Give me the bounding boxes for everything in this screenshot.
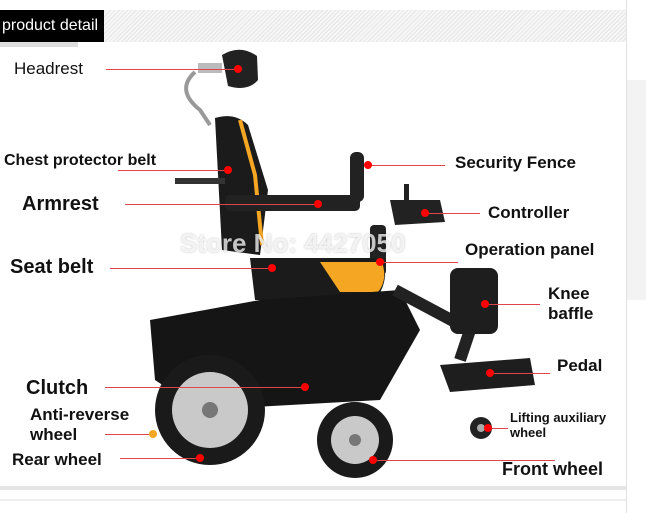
headrest-mount <box>198 63 222 73</box>
controller <box>390 200 445 225</box>
header-band <box>0 10 626 42</box>
label-controller: Controller <box>488 203 570 222</box>
pointer-line-headrest <box>106 69 238 70</box>
label-armrest: Armrest <box>22 193 99 215</box>
knee-baffle <box>450 268 498 334</box>
pointer-dot-chest-belt <box>224 166 232 174</box>
pointer-dot-pedal <box>486 369 494 377</box>
watermark: Store No: 4427050 <box>180 228 406 258</box>
security-fence <box>350 152 364 202</box>
header-shadow <box>0 42 78 47</box>
pointer-line-controller <box>425 213 480 214</box>
armrest-frame <box>175 178 225 184</box>
label-knee-baffle: Knee baffle <box>548 284 593 323</box>
label-anti-reverse-line2: wheel <box>30 424 78 444</box>
footer-divider <box>0 486 626 490</box>
pointer-line-knee-baffle <box>485 304 540 305</box>
pointer-line-operation-panel <box>380 262 458 263</box>
pointer-dot-anti-reverse <box>149 430 157 438</box>
pointer-line-seat-belt <box>110 268 272 269</box>
label-lifting-line1: Lifting auxiliary <box>510 410 607 425</box>
backrest <box>215 116 268 256</box>
label-knee-line1: Knee <box>548 284 590 303</box>
label-lifting-line2: wheel <box>510 424 547 440</box>
pointer-dot-clutch <box>301 383 309 391</box>
label-front-wheel: Front wheel <box>502 459 604 479</box>
pointer-line-clutch <box>105 387 305 388</box>
armrest <box>225 195 360 211</box>
label-security-fence: Security Fence <box>455 153 576 172</box>
pointer-dot-lifting-wheel <box>484 424 492 432</box>
right-border <box>626 0 627 513</box>
label-pedal: Pedal <box>557 356 603 375</box>
label-lifting-wheel: Lifting auxiliary wheel <box>510 410 607 441</box>
label-knee-line2: baffle <box>548 303 594 323</box>
section-title: product detail <box>0 10 104 42</box>
pointer-dot-front-wheel <box>369 456 377 464</box>
pointer-dot-armrest <box>314 200 322 208</box>
label-anti-reverse-line1: Anti-reverse <box>30 405 130 424</box>
pointer-line-pedal <box>490 373 550 374</box>
right-panel <box>627 80 646 300</box>
pointer-line-lifting-wheel <box>488 428 508 429</box>
pointer-dot-seat-belt <box>268 264 276 272</box>
label-operation-panel: Operation panel <box>465 240 595 259</box>
pointer-line-chest-belt <box>118 170 228 171</box>
pointer-dot-controller <box>421 209 429 217</box>
pointer-line-armrest <box>125 204 318 205</box>
pointer-dot-operation-panel <box>376 258 384 266</box>
headrest-bar <box>184 70 212 127</box>
label-chest-belt: Chest protector belt <box>4 152 157 169</box>
pointer-dot-knee-baffle <box>481 300 489 308</box>
pointer-dot-rear-wheel <box>196 454 204 462</box>
label-clutch: Clutch <box>26 377 89 399</box>
seat-accent <box>320 262 385 292</box>
footer-divider-2 <box>0 499 626 501</box>
pointer-line-rear-wheel <box>120 458 200 459</box>
pointer-line-front-wheel <box>373 460 555 461</box>
backrest-accent <box>238 119 264 246</box>
joystick <box>404 184 409 202</box>
pointer-line-security-fence <box>368 165 445 166</box>
pointer-line-anti-reverse <box>105 434 153 435</box>
label-seat-belt: Seat belt <box>10 256 94 278</box>
pointer-dot-headrest <box>234 65 242 73</box>
label-headrest: Headrest <box>14 59 83 78</box>
label-rear-wheel: Rear wheel <box>12 450 102 469</box>
label-anti-reverse: Anti-reverse wheel <box>30 405 129 444</box>
pointer-dot-security-fence <box>364 161 372 169</box>
